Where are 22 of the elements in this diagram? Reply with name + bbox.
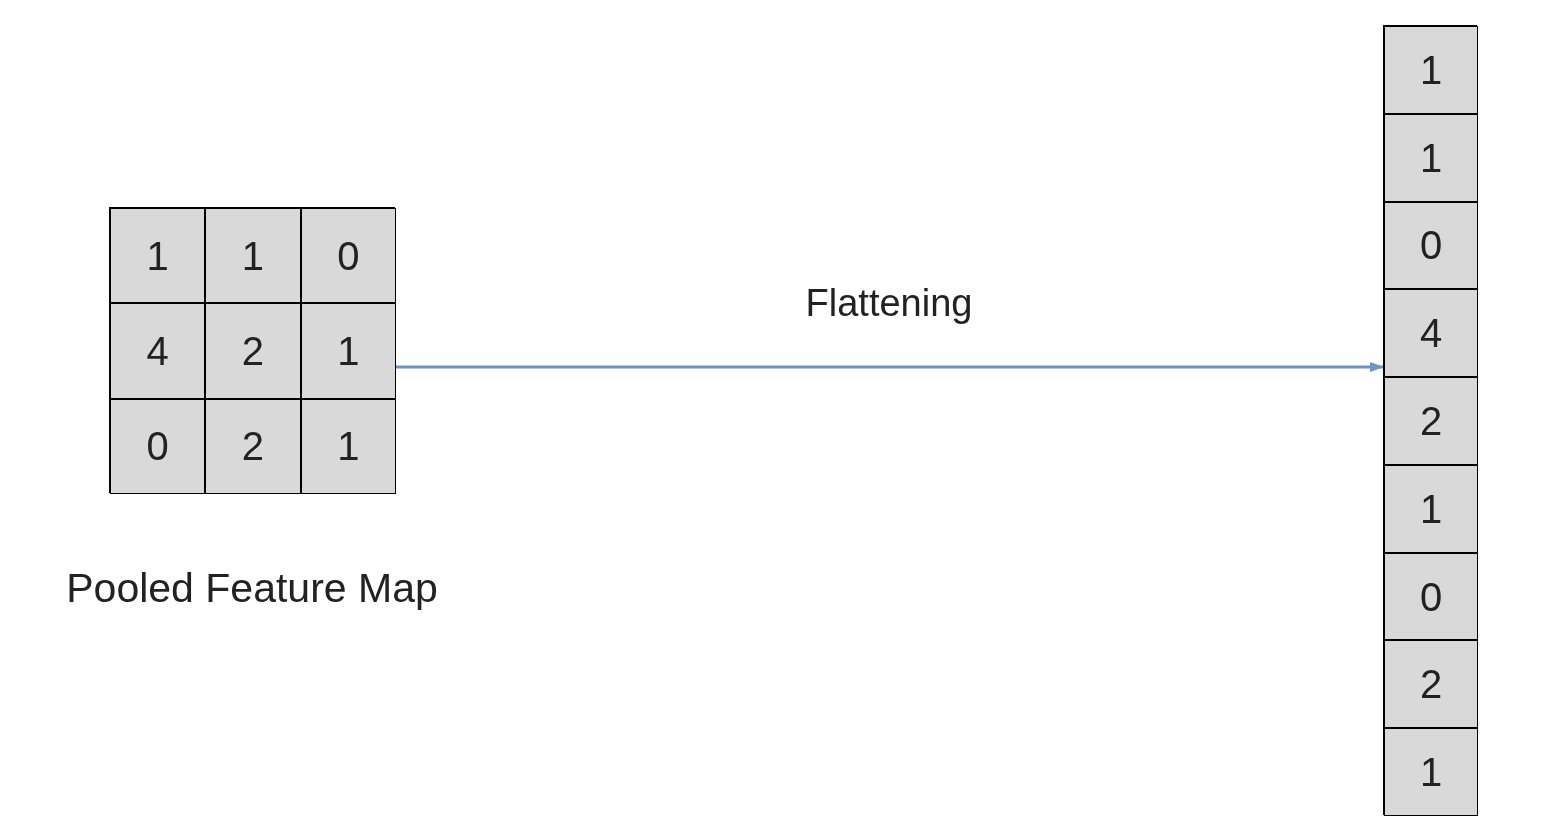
number-cell: 0 [300,208,396,304]
number-cell: 2 [1384,377,1478,465]
number-cell: 1 [205,208,301,304]
number-cell: 2 [205,398,301,494]
number-cell: 4 [110,303,206,399]
grid-box [109,207,395,493]
number-cell: 1 [1384,728,1478,816]
number-cell: 2 [1384,640,1478,729]
arrow [395,362,1384,372]
number-cell: 2 [205,303,301,399]
number-cell: 0 [1384,201,1478,290]
number-cell: 1 [110,208,206,304]
number-cell: 0 [1384,552,1478,641]
number-cell: 1 [1384,26,1478,114]
number-cell: 1 [300,303,396,399]
grid-box [1383,25,1477,815]
number-cell: 1 [1384,113,1478,202]
number-cell: 4 [1384,289,1478,378]
number-cell: 0 [110,398,206,494]
number-cell: 1 [1384,464,1478,553]
node-label: Pooled Feature Map [66,564,438,613]
number-cell: 1 [300,398,396,494]
